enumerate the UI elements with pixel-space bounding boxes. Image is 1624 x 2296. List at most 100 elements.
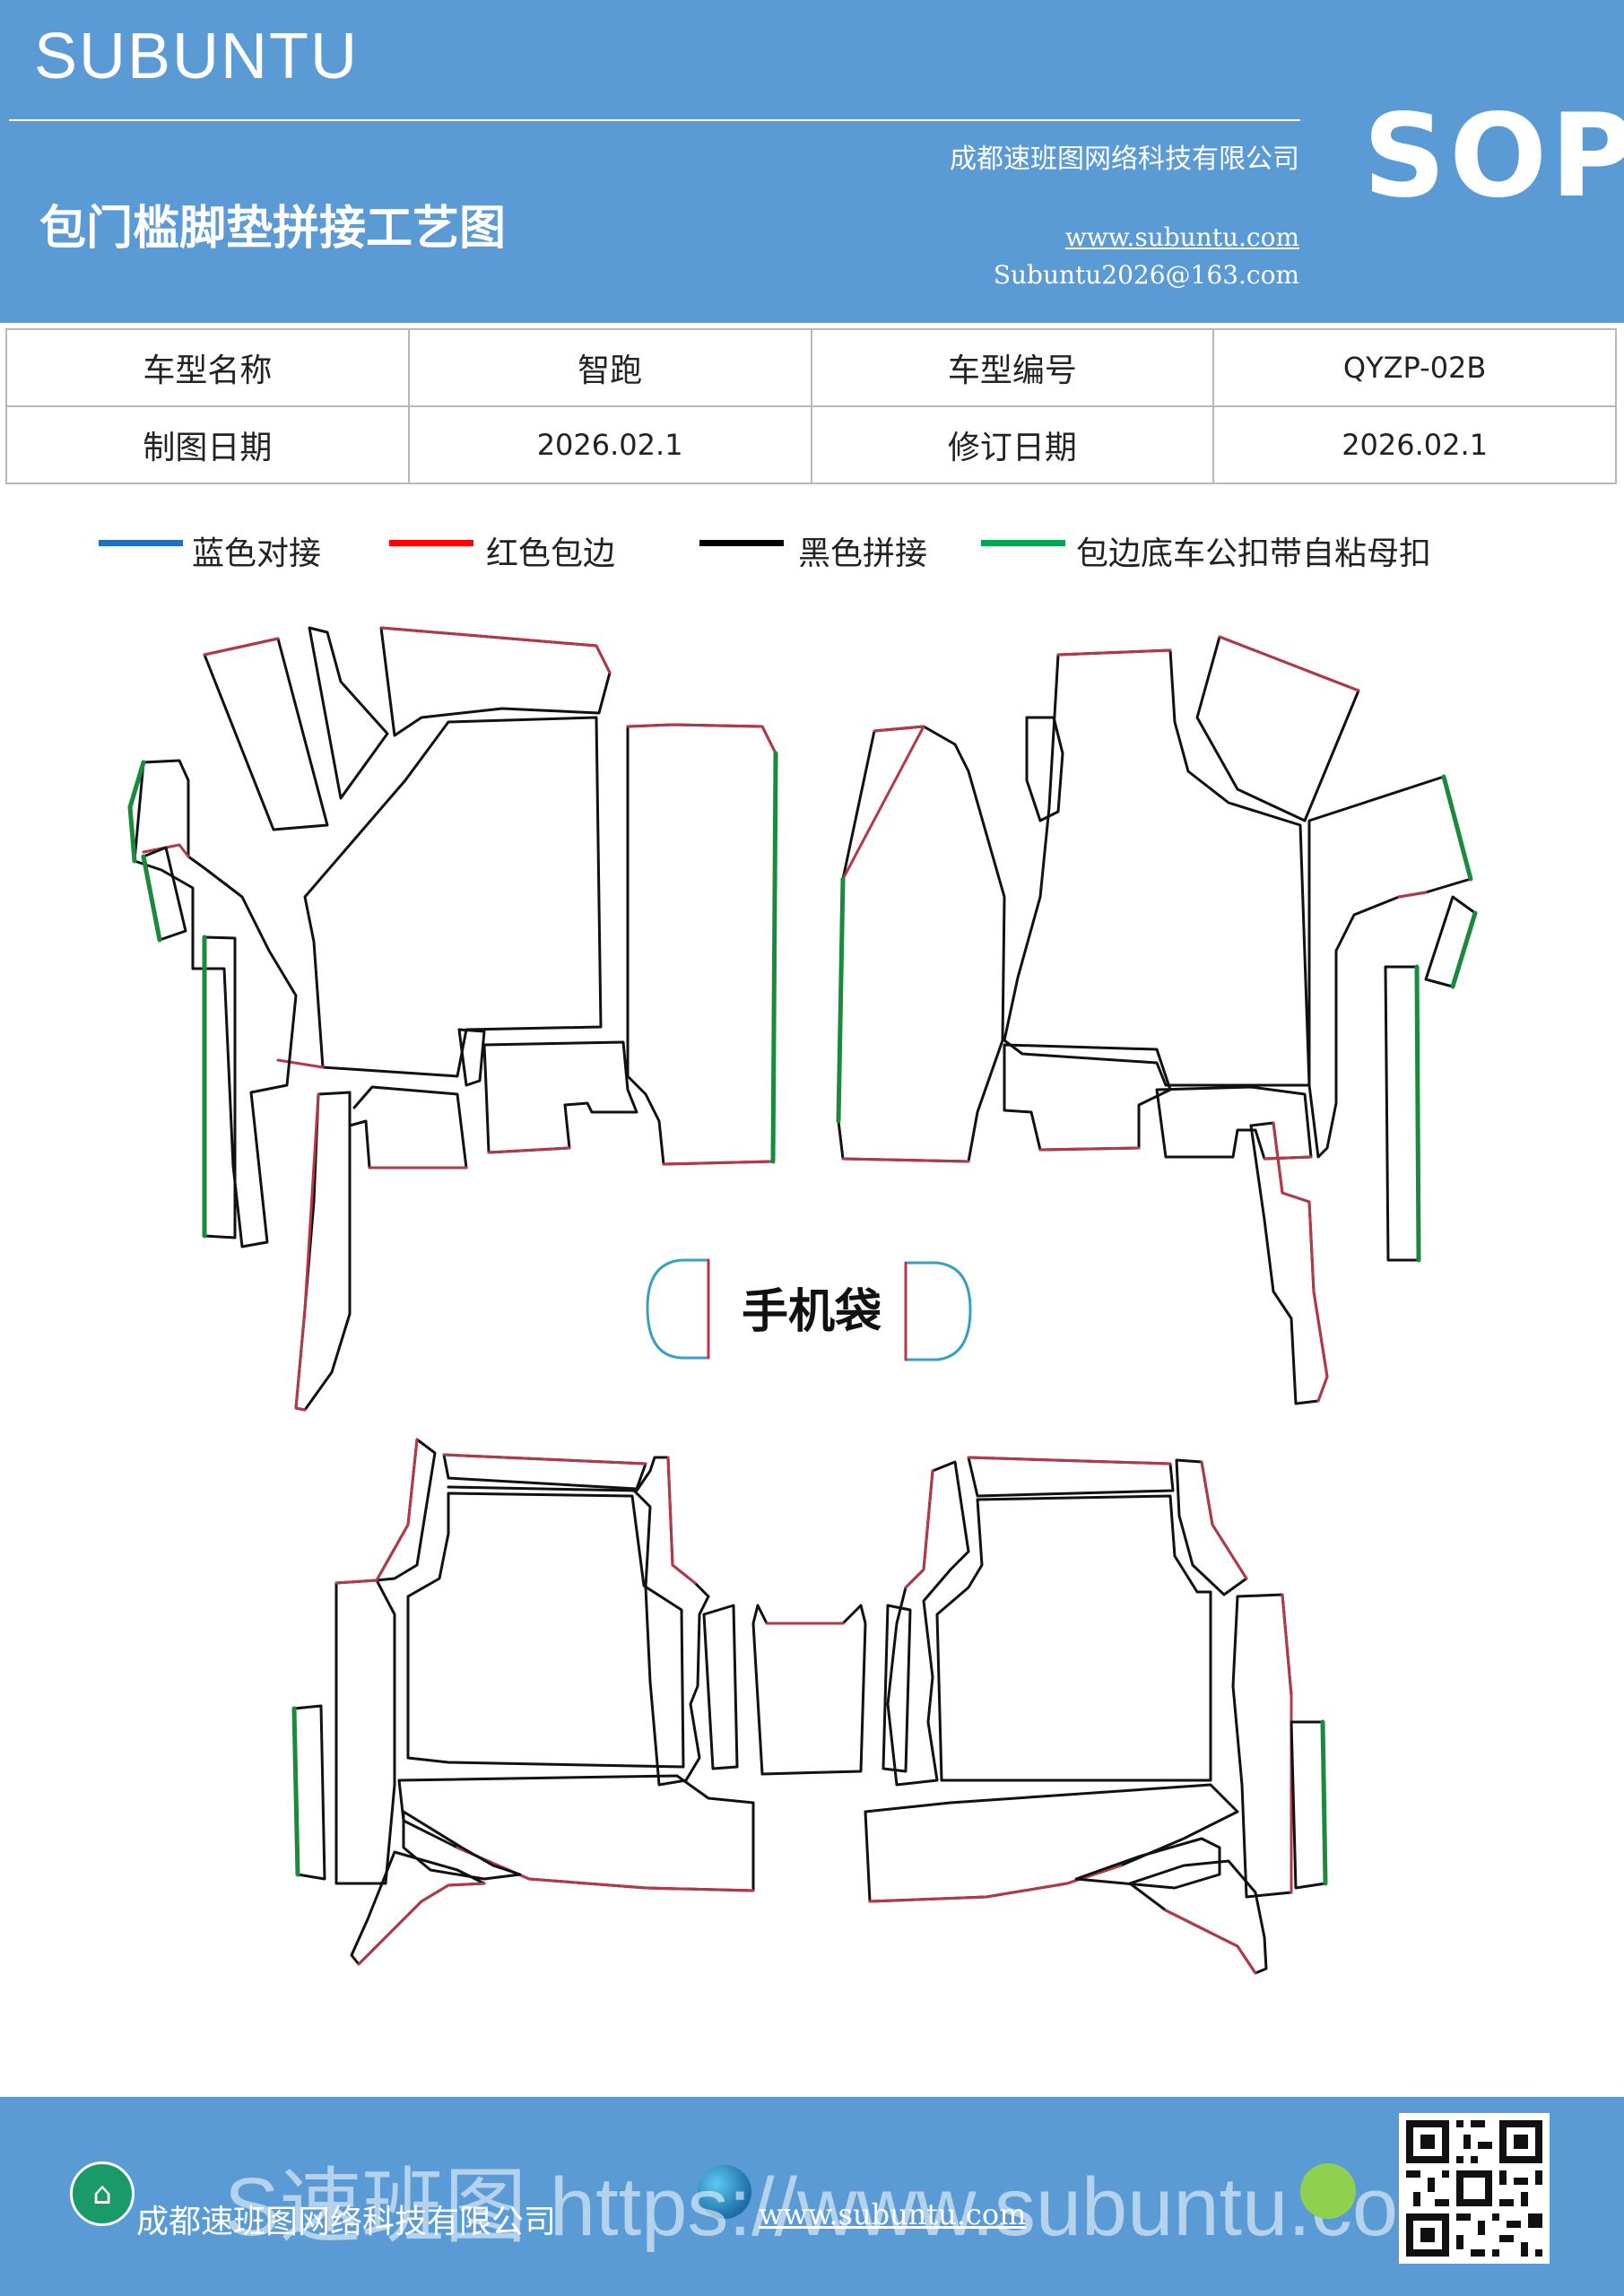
mat-piece: [142, 843, 190, 858]
mat-piece: [770, 751, 778, 1164]
mat-piece: [702, 1604, 739, 1770]
revision-date-value: 2026.02.1: [1212, 405, 1617, 484]
mat-piece: [406, 1492, 685, 1769]
header-banner: SUBUNTU 包门槛脚垫拼接工艺图 成都速班图网络科技有限公司 www.sub…: [0, 0, 1624, 323]
mat-piece: [751, 1604, 867, 1776]
mat-piece: [967, 1456, 1172, 1465]
mat-piece: [402, 1810, 522, 1881]
mat-piece: [334, 1578, 396, 1885]
mat-piece: [442, 1453, 647, 1465]
mat-piece: [375, 1438, 437, 1582]
legend-swatch: [981, 540, 1065, 546]
pocket-piece: [904, 1261, 972, 1361]
legend-label: 包边底车公扣带自粘母扣: [1076, 535, 1432, 572]
footer-website-link[interactable]: www.subuntu.com: [759, 2197, 1027, 2231]
mat-piece: [1155, 1085, 1313, 1161]
mat-piece: [482, 1040, 638, 1154]
mat-piece: [308, 626, 389, 800]
mat-piece: [141, 854, 162, 943]
mat-piece: [291, 1706, 300, 1877]
mat-piece: [1249, 1121, 1329, 1405]
legend-label: 黑色拼接: [798, 535, 928, 572]
legend-label: 蓝色对接: [192, 535, 322, 572]
vehicle-info-table: 车型名称 智跑 车型编号 QYZP-02B 制图日期 2026.02.1 修订日…: [5, 328, 1617, 484]
mat-piece: [127, 760, 146, 864]
mat-piece: [886, 1460, 970, 1787]
mat-piece: [350, 1850, 486, 1966]
mat-piece: [1272, 1121, 1329, 1403]
sop-badge: SOP: [1363, 90, 1624, 223]
legend-label: 红色包边: [486, 535, 616, 572]
mat-piece: [881, 1604, 912, 1773]
mat-piece: [1263, 1155, 1313, 1161]
mat-piece: [935, 1494, 1212, 1782]
legend-swatch: [389, 540, 473, 546]
mat-piece: [303, 716, 603, 1078]
model-name-value: 智跑: [407, 328, 812, 407]
mat-piece: [1281, 1593, 1293, 1894]
model-code-label: 车型编号: [810, 328, 1215, 407]
mat-piece: [294, 1092, 320, 1412]
model-code-value: QYZP-02B: [1212, 328, 1617, 407]
mat-piece: [904, 1469, 934, 1589]
mat-piece: [447, 1456, 710, 1787]
legend-swatch: [699, 540, 784, 546]
mat-piece: [133, 759, 298, 1248]
mat-piece: [1003, 648, 1311, 1087]
legend-swatch: [99, 540, 183, 546]
page-title: 包门槛脚垫拼接工艺图: [39, 201, 507, 256]
mat-piece: [1164, 1909, 1257, 1975]
footer-banner: ⌂ 成都速班图网络科技有限公司 www.subuntu.com S速班图 htt…: [0, 2097, 1624, 2296]
pocket-piece: [646, 1258, 710, 1360]
mat-piece: [334, 1578, 378, 1585]
mat-piece: [1290, 1720, 1327, 1890]
table-row: 车型名称 智跑 车型编号 QYZP-02B: [5, 328, 1617, 407]
mat-piece: [1414, 964, 1421, 1263]
mat-piece: [1231, 1593, 1293, 1899]
mat-piece: [1218, 635, 1360, 692]
company-name: 成都速班图网络科技有限公司: [950, 144, 1299, 175]
mat-piece: [1195, 635, 1360, 822]
mat-piece: [1025, 716, 1064, 822]
mat-piece: [837, 725, 970, 1163]
email-address: Subuntu2026@163.com: [993, 260, 1299, 290]
company-icon: ⌂: [70, 2161, 135, 2226]
mat-piece: [357, 1882, 486, 1966]
qr-code: [1399, 2113, 1550, 2264]
mat-piece: [1038, 1146, 1141, 1152]
mat-piece: [203, 637, 329, 831]
mat-piece: [836, 876, 846, 1124]
brand-logo: SUBUNTU: [34, 21, 360, 92]
mat-piece: [837, 725, 1006, 1163]
mat-piece: [868, 1864, 1123, 1903]
draw-date-label: 制图日期: [5, 405, 410, 484]
website-link[interactable]: www.subuntu.com: [1064, 222, 1299, 252]
mat-piece: [456, 1846, 755, 1892]
footer-company-name: 成都速班图网络科技有限公司: [136, 2204, 557, 2240]
revision-date-label: 修订日期: [810, 405, 1215, 484]
mat-piece: [1397, 891, 1428, 899]
wechat-icon: [1300, 2163, 1356, 2219]
mat-piece: [379, 626, 612, 674]
globe-icon: [698, 2165, 751, 2219]
mat-piece: [1074, 1837, 1221, 1890]
draw-date-value: 2026.02.1: [407, 405, 812, 484]
mat-piece: [203, 637, 280, 657]
mat-piece: [1441, 774, 1473, 882]
mat-piece: [294, 1091, 352, 1412]
mat-piece: [626, 723, 777, 1166]
mat-piece: [348, 1085, 468, 1170]
mat-piece: [487, 1146, 571, 1154]
phone-pocket-label: 手机袋: [742, 1285, 881, 1339]
mat-piece: [276, 1058, 325, 1069]
mat-piece: [626, 723, 777, 1166]
mat-piece: [1450, 910, 1478, 989]
mat-piece: [1384, 965, 1420, 1262]
mat-piece: [1200, 1460, 1248, 1580]
mat-piece: [375, 1438, 419, 1582]
footer-watermark-text: S速班图 https://www.subuntu.com: [224, 2161, 1467, 2253]
model-name-label: 车型名称: [5, 328, 410, 407]
mat-piece: [1056, 648, 1172, 657]
pattern-drawing: 手机袋: [127, 626, 1478, 1975]
mat-piece: [457, 1028, 486, 1087]
